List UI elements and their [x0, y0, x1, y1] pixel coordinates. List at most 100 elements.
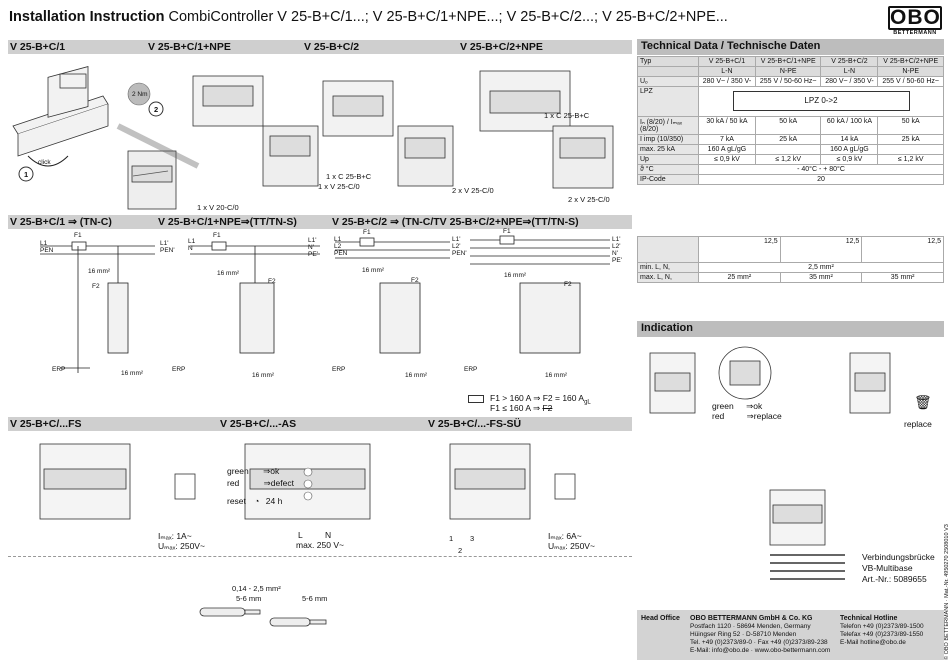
- wiring-label-3: V 25-B+C/2 ⇒ (TN-C/TV 25-B+C/2+NPE⇒(TT/T…: [332, 216, 579, 228]
- tech-subhead-4: N-PE: [877, 66, 944, 77]
- indication-illustration: [649, 346, 891, 414]
- clock-icon: ◔: [254, 496, 260, 506]
- as-reset-label: reset: [227, 496, 246, 506]
- fssu-n2: 2: [458, 546, 463, 555]
- fssu-n1: 1: [449, 534, 454, 543]
- obo-logo: OBO BETTERMANN: [888, 6, 942, 36]
- bottom-section-bar: [8, 417, 632, 431]
- term-erp-b: ERP: [172, 366, 186, 373]
- fssu-n3: 3: [470, 534, 475, 543]
- tech-title-bar: [637, 39, 944, 55]
- tech-row-in-4: 50 kA: [877, 116, 944, 135]
- tech-row-up-4: ≤ 1,2 kV: [877, 154, 944, 165]
- ind-green-val: ⇒ok: [746, 401, 763, 411]
- tech-row-fuse-2: [754, 144, 822, 155]
- term-l2p-d: L2': [612, 243, 621, 250]
- page-title: Installation Instruction CombiController…: [9, 9, 728, 25]
- term-penp-c: PEN': [452, 250, 467, 257]
- fuse-rule-1-sub: gL: [584, 399, 591, 406]
- term-f2-c: F2: [411, 277, 419, 284]
- strip-len-2: 12,5: [845, 238, 860, 245]
- strip-cell-2: 12,5: [779, 236, 863, 263]
- tech-title: Technical Data / Technische Daten: [641, 40, 821, 52]
- side-vertical-text: © OBO BETTERMANN · Mat.-Nr. 4950270 2508…: [944, 524, 950, 660]
- tech-row-in-3: 60 kA / 100 kA: [820, 116, 879, 135]
- trash-icon: 🗑: [914, 394, 932, 410]
- fuse-rule-1: F1 > 160 A ⇒ F2 = 160 AgL: [490, 393, 591, 406]
- callout-c1-v: 1 x V 25-C/0: [318, 182, 360, 191]
- tech-row-iimp-3: 14 kA: [820, 134, 879, 145]
- strip-cell-1: 12,5: [698, 236, 781, 263]
- strip-cell-3: 12,5: [861, 236, 944, 263]
- footer-addr2: Hüingser Ring 52 · D-58710 Menden: [690, 631, 797, 638]
- term-pe-d: PE': [612, 257, 622, 264]
- max-label: max. L, N,: [637, 272, 699, 283]
- fuse-rule-2-f2: F2: [542, 403, 553, 413]
- footer-tel: Tel. +49 (0)2373/89-0 · Fax +49 (0)2373/…: [690, 639, 828, 646]
- fuse-rule-2: F1 ≤ 160 A ⇒ F2: [490, 403, 552, 414]
- as-reset-val: 24 h: [265, 496, 283, 506]
- term-f2-a: F2: [92, 283, 100, 290]
- logo-text: OBO: [888, 6, 942, 30]
- fs-umax: Uₘₐₓ: 250V~: [158, 541, 205, 551]
- wiring-diagrams: [40, 235, 610, 373]
- footer-addr1: Postfach 1120 · 58694 Menden, Germany: [690, 623, 811, 630]
- term-f2-d: F2: [564, 281, 572, 288]
- as-green-label: green: [227, 466, 249, 476]
- conductor-table: 12,5 12,5 12,5 min. L, N, 2,5 mm² max. L…: [637, 236, 944, 283]
- term-np-d: N': [612, 250, 618, 257]
- max-val-2: 35 mm²: [779, 272, 863, 283]
- remote-signal-illustrations: [39, 443, 576, 520]
- tech-row-iimp-4: 25 kA: [877, 134, 944, 145]
- term-penp-a: PEN': [160, 247, 175, 254]
- cable-strip-2: 5-6 mm: [302, 594, 328, 603]
- title-bold: Installation Instruction: [9, 9, 165, 25]
- tech-col-typ: Typ: [637, 56, 699, 67]
- tech-table: Typ V 25-B+C/1 V 25-B+C/1+NPE V 25-B+C/2…: [637, 56, 944, 185]
- strip-len-3: 12,5: [927, 238, 941, 245]
- tech-row-uc-2: 255 V / 50-60 Hz~: [754, 76, 822, 87]
- lpz-value: LPZ 0->2: [804, 96, 838, 105]
- wiring-label-2: V 25-B+C/1+NPE⇒(TT/TN-S): [158, 216, 297, 228]
- max-val-3: 35 mm²: [861, 272, 944, 283]
- wiring-section-bar: [8, 215, 632, 229]
- term-f1-d: F1: [503, 228, 511, 235]
- lpz-arrow: LPZ 0->2: [732, 91, 910, 111]
- bottom-dashed-divider: [8, 556, 632, 557]
- ind-red-label: red: [712, 411, 725, 421]
- ind-red: red ⇒replace: [712, 411, 782, 422]
- term-f1-b: F1: [213, 232, 221, 239]
- term-l1p-c: L1': [452, 236, 461, 243]
- term-l1-b: L1: [188, 238, 196, 245]
- wiring-label-1: V 25-B+C/1 ⇒ (TN-C): [10, 216, 112, 228]
- fuse-rule-1-text: F1 > 160 A ⇒ F2 = 160 A: [490, 393, 585, 403]
- term-16mm-b2: 16 mm²: [252, 372, 275, 379]
- label-v25-2-npe: V 25-B+C/2+NPE: [460, 41, 543, 53]
- term-l1-a: L1: [40, 240, 48, 247]
- tech-subhead-empty: [637, 66, 699, 77]
- tech-subhead-2: N-PE: [754, 66, 822, 77]
- term-pen-a: PEN: [40, 247, 54, 254]
- title-rest: CombiController V 25-B+C/1...; V 25-B+C/…: [168, 9, 728, 25]
- term-pen-c: PEN: [334, 250, 348, 257]
- conductor-empty: [637, 236, 699, 263]
- installation-illustrations: [12, 66, 614, 210]
- footer-hotline-label: Technical Hotline: [840, 615, 898, 622]
- bottom-label-fssu: V 25-B+C/...-FS-SÜ: [428, 418, 522, 430]
- callout-c1-b: 1 x C 25-B+C: [326, 172, 372, 181]
- term-16mm-a2: 16 mm²: [121, 370, 144, 377]
- term-l1p-d: L1': [612, 236, 621, 243]
- tech-row-up-1: ≤ 0,9 kV: [698, 154, 756, 165]
- as-red-val: ⇒defect: [263, 478, 294, 488]
- footer-company: OBO BETTERMANN GmbH & Co. KG: [690, 615, 813, 622]
- click-label: click: [38, 159, 51, 166]
- tech-row-up-label: Up: [637, 154, 699, 165]
- logo-sub: BETTERMANN: [893, 30, 937, 36]
- tech-row-fuse-label: max. 25 kA: [637, 144, 699, 155]
- tech-row-uc-1: 280 V~ / 350 V-: [698, 76, 756, 87]
- tech-col-2: V 25-B+C/1+NPE: [754, 56, 822, 67]
- label-v25-2: V 25-B+C/2: [304, 41, 360, 53]
- vb-line3: Art.-Nr.: 5089655: [862, 574, 927, 584]
- fuse-symbol: [468, 395, 484, 403]
- tech-row-iimp-1: 7 kA: [698, 134, 756, 145]
